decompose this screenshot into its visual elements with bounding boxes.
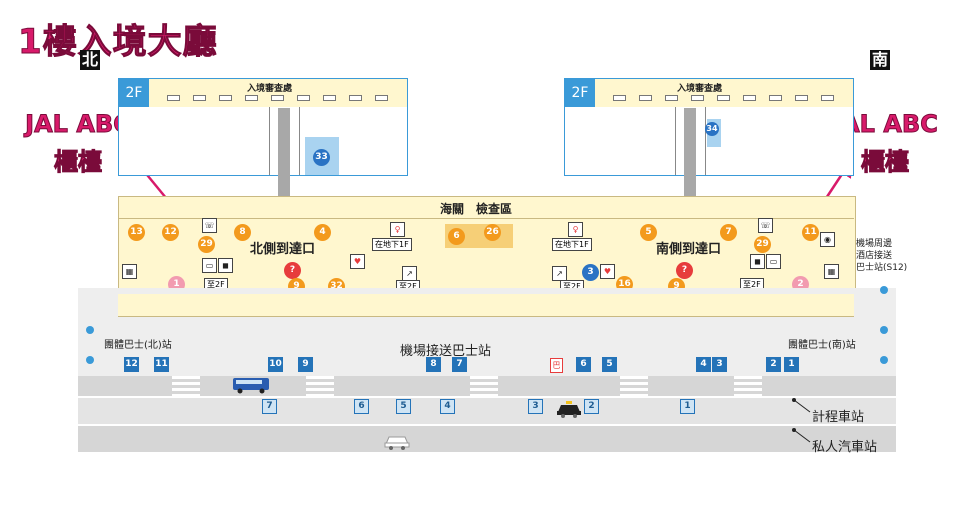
crosswalk: [620, 376, 648, 398]
restroom-icon: ♀: [390, 222, 405, 237]
atm-icon: ▭: [766, 254, 781, 269]
to-2f-sign-4: 至2F: [740, 278, 764, 291]
taxi-stop-5: 5: [396, 399, 411, 414]
floor-tag: 2F: [119, 79, 149, 107]
atm-icon: ◼: [750, 254, 765, 269]
elevator-icon: ▦: [824, 264, 839, 279]
restroom-icon: ♀: [568, 222, 583, 237]
information-north: ?: [284, 262, 301, 279]
car-icon: [384, 436, 410, 450]
customs-band: [118, 196, 854, 219]
south-exit-label: 南側到達口: [656, 242, 722, 257]
floor-tag: 2F: [565, 79, 595, 107]
shuttle-stop-south-pin-2: [880, 356, 888, 364]
crosswalk: [306, 376, 334, 398]
lower-concourse-top: [118, 294, 854, 317]
bus-stop-7: 7: [452, 357, 467, 372]
road-lane-2: [78, 398, 896, 424]
telephone-icon: ☏: [202, 218, 217, 233]
bus-stop-5: 5: [602, 357, 617, 372]
shuttle-stop-north-pin-2: [86, 356, 94, 364]
hotel-bus-line2: 酒店接送: [856, 251, 893, 261]
escalator-icon: ↗: [552, 266, 567, 281]
south-marker: 南: [870, 50, 890, 70]
hotel-bus-label: 機場周邊 酒店接送 巴士站(S12): [856, 238, 907, 274]
hotel-bus-line1: 機場周邊: [856, 239, 893, 249]
to-b1f-sign-south: 在地下1F: [552, 238, 592, 251]
facility-29: 29: [198, 236, 215, 253]
bus-info-sign: 巴: [550, 358, 563, 373]
down-arrow-north: [278, 108, 290, 212]
facility-6: 6: [448, 228, 465, 245]
station-pointers: [792, 398, 811, 443]
gate-33-badge: 33: [313, 149, 330, 166]
crosswalk: [172, 376, 200, 398]
facility-13: 13: [128, 224, 145, 241]
facility-3: 3: [582, 264, 599, 281]
north-exit-label: 北側到達口: [250, 242, 316, 257]
north-marker: 北: [80, 50, 100, 70]
bus-stop-11: 11: [154, 357, 169, 372]
bus-stop-4: 4: [696, 357, 711, 372]
bus-stop-9: 9: [298, 357, 313, 372]
customs-label: 海關 檢查區: [440, 202, 513, 216]
information-south: ?: [676, 262, 693, 279]
facility-29-south: 29: [754, 236, 771, 253]
bus-station-label: 機場接送巴士站: [400, 344, 492, 359]
bus-stop-2: 2: [766, 357, 781, 372]
hotel-bus-stop-icon: [880, 286, 888, 294]
facility-26: 26: [484, 224, 501, 241]
escalator-icon: ◉: [820, 232, 835, 247]
bus-stop-8: 8: [426, 357, 441, 372]
bus-stop-10: 10: [268, 357, 283, 372]
bus-icon: [233, 378, 269, 394]
facility-12: 12: [162, 224, 179, 241]
jal-counter-line2: 櫃檯: [54, 148, 103, 177]
escalator-icon: ↗: [402, 266, 417, 281]
atm-icon: ◼: [218, 258, 233, 273]
shuttle-stop-south-pin: [880, 326, 888, 334]
facility-8: 8: [234, 224, 251, 241]
telephone-icon: ☏: [758, 218, 773, 233]
down-arrow-south: [684, 108, 696, 212]
aed-icon: ♥: [600, 264, 615, 279]
facility-11: 11: [802, 224, 819, 241]
facility-4: 4: [314, 224, 331, 241]
shuttle-bus-north-label: 團體巴士(北)站: [104, 340, 172, 351]
private-car-station-label: 私人汽車站: [812, 440, 878, 455]
to-b1f-sign-north: 在地下1F: [372, 238, 412, 251]
bus-stop-12: 12: [124, 357, 139, 372]
taxi-stop-7: 7: [262, 399, 277, 414]
hotel-bus-line3: 巴士站(S12): [856, 263, 908, 273]
upper-floor-north: 2F 入境審查處 33: [118, 78, 408, 176]
immigration-label: 入境審查處: [677, 84, 723, 94]
jal-counter-line2: 櫃檯: [861, 148, 910, 177]
bus-stop-3: 3: [712, 357, 727, 372]
road-lane-3: [78, 426, 896, 452]
bus-stop-1: 1: [784, 357, 799, 372]
facility-7: 7: [720, 224, 737, 241]
bus-stop-6: 6: [576, 357, 591, 372]
aed-icon: ♥: [350, 254, 365, 269]
jal-counter-label-north: JAL ABC 櫃檯: [18, 110, 138, 177]
immigration-label: 入境審查處: [247, 84, 293, 94]
facility-5: 5: [640, 224, 657, 241]
taxi-stop-6: 6: [354, 399, 369, 414]
crosswalk: [470, 376, 498, 398]
upper-floor-south: 2F 入境審查處 34: [564, 78, 854, 176]
jal-counter-line1: JAL ABC: [25, 110, 132, 139]
escalator-icon: ▦: [122, 264, 137, 279]
shuttle-stop-north-pin: [86, 326, 94, 334]
taxi-stop-3: 3: [528, 399, 543, 414]
page-title: 1樓入境大廳: [18, 22, 218, 63]
taxi-stop-4: 4: [440, 399, 455, 414]
taxi-icon: [557, 401, 581, 418]
gate-34-badge: 34: [705, 122, 719, 136]
shuttle-bus-south-label: 團體巴士(南)站: [788, 340, 856, 351]
taxi-stop-2: 2: [584, 399, 599, 414]
crosswalk: [734, 376, 762, 398]
taxi-stop-1: 1: [680, 399, 695, 414]
atm-icon: ▭: [202, 258, 217, 273]
taxi-station-label: 計程車站: [812, 410, 865, 425]
